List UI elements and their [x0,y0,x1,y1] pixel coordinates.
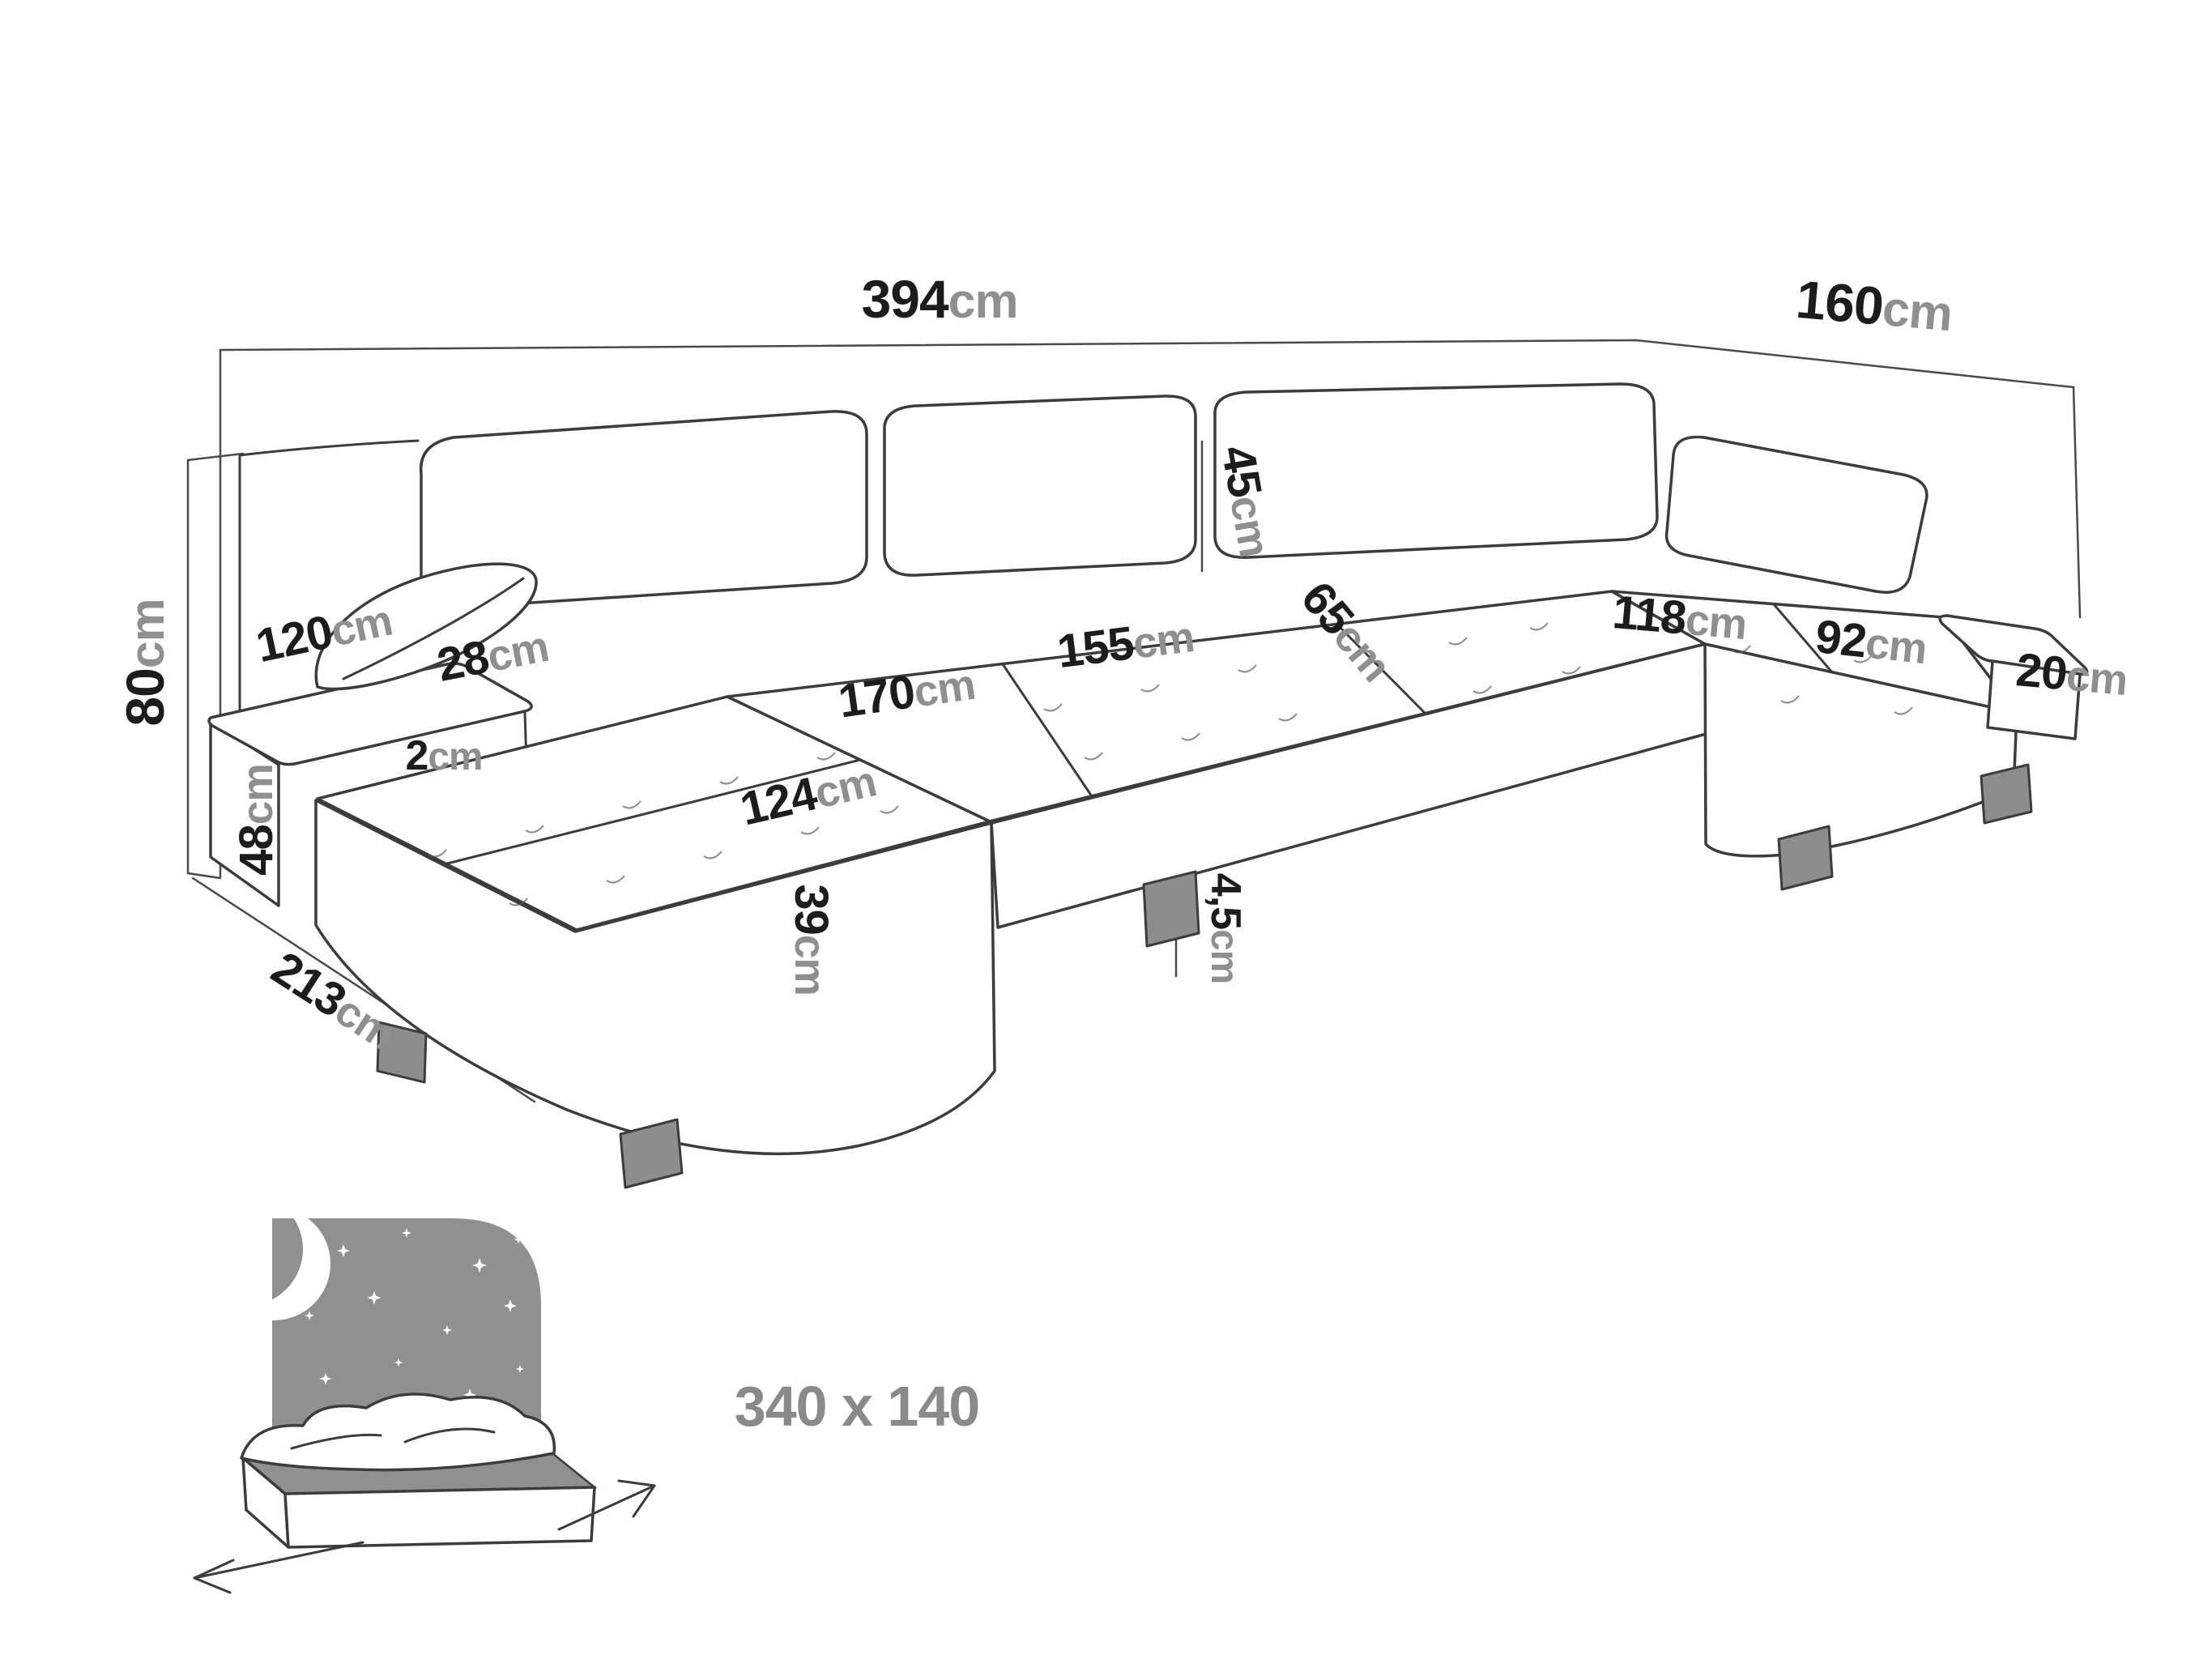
dim-right-chaise-width-label: 92cm [1813,610,1929,674]
sleep-function-icon [193,1218,656,1594]
dim-total-width-label: 394cm [862,269,1018,329]
dim-arm-width-label: 28cm [433,619,553,692]
legs [376,763,2033,1189]
leg-front-left [376,1021,428,1084]
back-cushion-right [1213,382,1659,559]
armrest-top-face [207,662,533,766]
unfold-arrow-left-icon [193,1541,364,1594]
leg-middle [1142,870,1200,948]
back-panel-top-line [238,439,420,457]
duvet [240,1392,556,1472]
top-dimension-line [219,339,2082,619]
right-armrest-front [1986,659,2082,740]
middle-seam-2 [1335,622,1427,715]
left-chaise-seam [445,758,862,865]
bed-base-front [283,1486,596,1549]
dim-seat-height-label: 39cm [785,884,837,996]
sleeping-area-size-label: 340 x 140 [735,1375,979,1438]
left-chaise-base [314,799,996,1156]
left-armrest [207,662,533,907]
dim-middle-seat-width-label: 155cm [1055,609,1197,678]
leg-right [1777,825,1834,891]
dim-right-arm-width-label: 20cm [2014,643,2129,706]
dim-leg-height-label: 4,5cm [1202,873,1249,983]
dim-arm-gap-label: 2cm [405,732,482,779]
leg-far-right [1980,763,2033,825]
right-armrest [1938,614,2089,740]
back-cushion-return [1664,435,1929,594]
dim-backrest-height-label: 45cm [1211,441,1282,561]
height-bottom-tick [186,872,222,880]
height-top-tick [186,452,245,462]
headboard [272,1218,541,1452]
middle-seam-1 [1001,663,1093,798]
dim-height-label: 80cm [115,599,175,726]
pillow-shape [314,562,538,691]
headboard-art [272,1218,524,1401]
back-cushion-middle [883,394,1197,577]
leg-front-center [619,1118,684,1189]
dim-right-seat-width-label: 118cm [1610,586,1749,650]
right-chaise-seam [1772,603,1834,674]
unfold-arrow-right-icon [557,1479,656,1531]
back-cushions [419,382,1929,609]
dim-right-depth-label: 160cm [1794,269,1955,343]
dimension-labels: 394cm 160cm 80cm 120cm 48cm 28cm 2cm 213… [115,269,2129,1060]
sofa-drawing [207,382,2089,1189]
seat-cushions [316,590,2018,932]
pillow [314,562,538,691]
dim-left-seat-depth-label: 170cm [835,657,978,728]
pillow-fold-line [342,577,525,680]
dim-arm-height-label: 48cm [230,764,283,876]
